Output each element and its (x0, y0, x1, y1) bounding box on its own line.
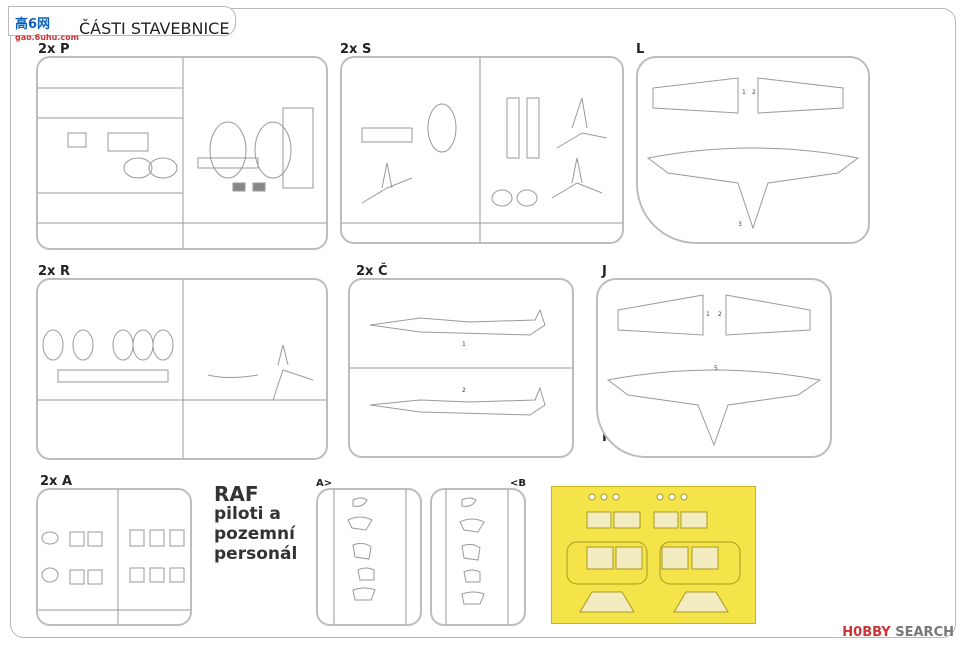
label-sprue-c: 2x Č (356, 264, 388, 279)
label-sprue-p: 2x P (38, 42, 70, 57)
raf-line-4: personál (214, 544, 298, 564)
sprue-p-drawing (38, 58, 326, 248)
header-tab: 高6网 gao.6uhu.com ČÁSTI STAVEBNICE (8, 6, 236, 42)
watermark-search: SEARCH (895, 625, 954, 640)
sprue-figures-a (316, 488, 422, 626)
sprue-l: 1 2 3 (636, 56, 870, 244)
sprue-s-drawing (342, 58, 622, 242)
sprue-figures-b (430, 488, 526, 626)
label-sprue-s: 2x S (340, 42, 372, 57)
part-number-l-3: 3 (738, 221, 742, 228)
page-title: ČÁSTI STAVEBNICE (79, 19, 230, 38)
label-part-l: L (636, 42, 645, 57)
sprue-jk-drawing: 1 2 5 (606, 294, 822, 447)
canopy-mask-sheet (551, 486, 756, 624)
sprue-a-drawing (38, 490, 190, 624)
sheet-frame (10, 8, 956, 638)
part-number-j-1: 1 (706, 311, 710, 318)
raf-caption: RAF piloti a pozemní personál (214, 484, 297, 564)
watermark: H0BBY SEARCH (842, 625, 954, 640)
label-sprue-r: 2x R (38, 264, 70, 279)
label-sprue-a: 2x A (40, 474, 73, 489)
sprue-figures-a-drawing (333, 490, 407, 624)
label-sprue-a-right: A> (316, 478, 333, 489)
sprue-c-drawing: 1 2 (350, 308, 572, 416)
sprue-r-drawing (38, 280, 326, 458)
label-sprue-b-left: <B (510, 478, 527, 489)
part-number-c-1: 1 (462, 341, 466, 348)
watermark-brand: H0BBY (842, 625, 891, 640)
sprue-a (36, 488, 192, 626)
sprue-figures-b-drawing (445, 490, 509, 624)
part-number-l-2: 2 (752, 89, 756, 96)
site-logo: 高6网 (15, 17, 51, 32)
site-logo-sub: gao.6uhu.com (15, 33, 79, 42)
part-number-l-1: 1 (742, 89, 746, 96)
part-number-c-2: 2 (462, 387, 466, 394)
sprue-jk: 1 2 5 (596, 278, 832, 458)
part-number-j-2: 2 (718, 311, 722, 318)
raf-line-3: pozemní (214, 524, 295, 544)
sprue-c: 1 2 (348, 278, 574, 458)
raf-line-2: piloti a (214, 504, 281, 524)
raf-title: RAF (214, 482, 259, 506)
canopy-mask-drawing (566, 493, 741, 613)
sprue-l-drawing: 1 2 3 (646, 77, 860, 230)
sprue-r (36, 278, 328, 460)
sprue-s (340, 56, 624, 244)
part-number-k-5: 5 (714, 365, 718, 372)
label-part-j: J (602, 264, 607, 279)
sprue-p (36, 56, 328, 250)
